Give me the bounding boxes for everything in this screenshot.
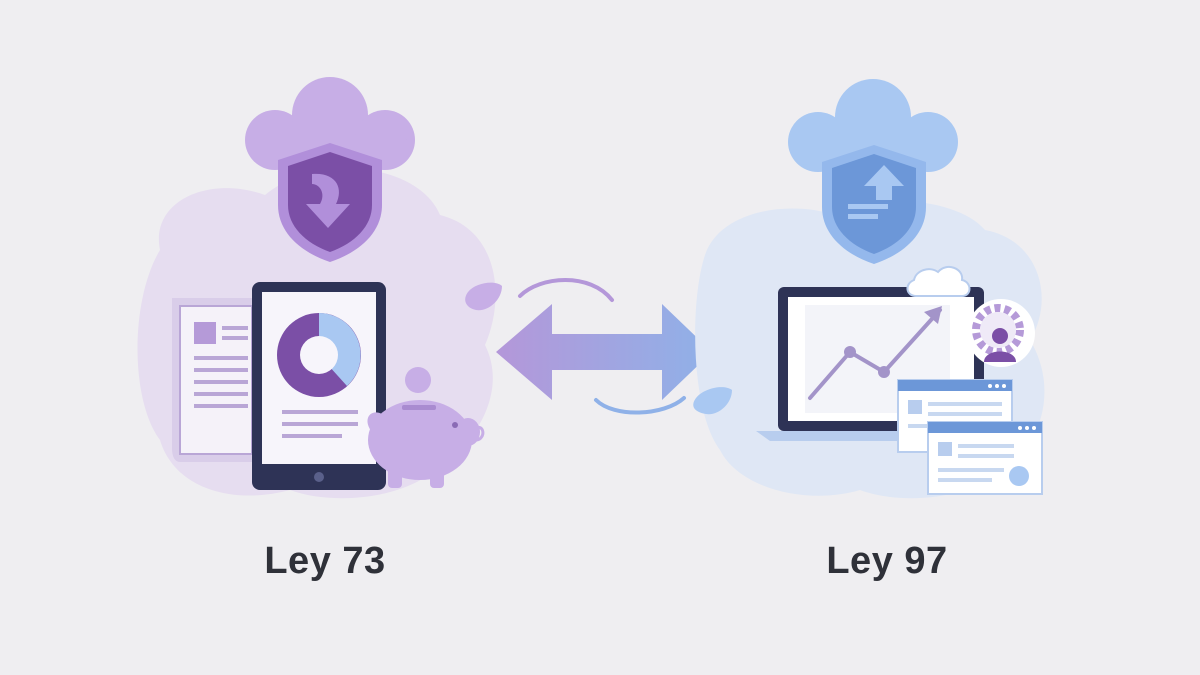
ley97-illustration (693, 79, 1045, 499)
bidirectional-arrow (496, 278, 712, 415)
coin-icon (405, 367, 431, 393)
right-droplet (693, 387, 732, 415)
cloud-icon (245, 77, 415, 170)
gear-user-icon (967, 299, 1035, 367)
ley73-label: Ley 73 (264, 540, 386, 582)
lower-arc (594, 396, 686, 415)
download-arrow-icon (306, 173, 350, 228)
upload-arrow-icon (848, 165, 904, 219)
small-cloud-icon (906, 265, 971, 297)
donut-chart-icon (277, 313, 361, 397)
browser-window-icon (927, 421, 1043, 495)
ley97-label: Ley 97 (826, 540, 948, 582)
left-droplet (465, 282, 502, 311)
ley73-illustration (137, 77, 502, 499)
cloud-icon (788, 79, 958, 172)
upper-arc (518, 278, 614, 302)
piggy-bank-icon (367, 400, 485, 488)
arrow-body (496, 304, 712, 400)
line-chart-icon (808, 306, 942, 400)
document-icon (172, 298, 258, 462)
